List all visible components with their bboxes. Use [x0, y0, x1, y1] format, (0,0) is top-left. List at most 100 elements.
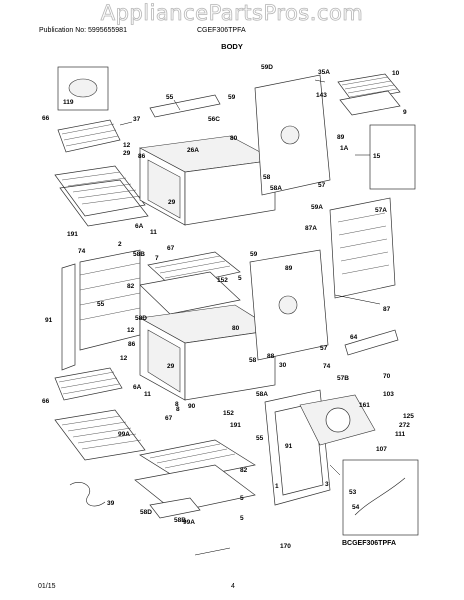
callout-99Ab: 99A: [183, 519, 195, 526]
callout-103: 103: [383, 391, 394, 398]
top-panel: [149, 94, 221, 118]
callout-8: 8: [176, 406, 180, 413]
callout-59D: 59D: [261, 64, 273, 71]
callout-1A: 1A: [340, 145, 349, 152]
oven-cavity-upper: [139, 135, 276, 226]
callout-58Ab: 58A: [256, 391, 268, 398]
page-number: 4: [231, 583, 235, 590]
rear-panel-lower: [249, 249, 329, 361]
strip-70: [344, 329, 399, 356]
leader-lines: [119, 79, 381, 556]
callout-5b: 5: [240, 495, 244, 502]
wire-39: [69, 482, 106, 507]
callout-272: 272: [399, 422, 410, 429]
callout-91b: 91: [285, 443, 293, 450]
callout-12b: 12: [127, 327, 135, 334]
rear-panel-upper: [254, 74, 331, 196]
callout-5c: 5: [238, 275, 242, 282]
callout-59b: 59: [250, 251, 258, 258]
callout-10: 10: [392, 70, 400, 77]
callout-6Ab: 6A: [133, 384, 142, 391]
callout-29c: 29: [167, 363, 175, 370]
callout-58b: 58: [249, 357, 257, 364]
callout-39: 39: [107, 500, 115, 507]
broil-pan: [337, 73, 401, 116]
callout-67: 67: [167, 245, 175, 252]
callout-55: 55: [166, 94, 174, 101]
callout-57b: 57: [320, 345, 328, 352]
part-119-drawing: [68, 78, 98, 98]
callout-12c: 12: [120, 355, 128, 362]
callout-3: 3: [325, 481, 329, 488]
diagram-code: BCGEF306TPFA: [342, 540, 396, 547]
callout-66: 66: [42, 115, 50, 122]
oven-cavity-lower: [139, 304, 276, 401]
callout-80b: 80: [232, 325, 240, 332]
bake-element-upper: [57, 119, 121, 153]
bottom-drawer: [134, 439, 256, 519]
broil-rack-middle: [139, 251, 241, 315]
callout-64: 64: [350, 334, 358, 341]
publication-number: Publication No: 5995655981: [39, 27, 127, 34]
callout-29: 29: [123, 150, 131, 157]
callout-56C: 56C: [208, 116, 220, 123]
callout-99A: 99A: [118, 431, 130, 438]
callout-58Db: 58D: [140, 509, 152, 516]
callout-6A: 6A: [135, 223, 144, 230]
callout-74: 74: [78, 248, 86, 255]
callout-89: 89: [337, 134, 345, 141]
callout-30: 30: [279, 362, 287, 369]
callout-111: 111: [395, 431, 406, 438]
callout-80: 80: [230, 135, 238, 142]
callout-37: 37: [133, 116, 141, 123]
callout-191b: 191: [230, 422, 241, 429]
watermark: AppliancePartsPros.com: [100, 1, 364, 26]
callout-82b: 82: [240, 467, 248, 474]
callout-58D: 58D: [135, 315, 147, 322]
callout-15: 15: [373, 153, 381, 160]
callout-66b: 66: [42, 398, 50, 405]
wire-53: [354, 477, 406, 516]
callout-8b: 8: [175, 401, 179, 408]
callout-55b: 55: [97, 301, 105, 308]
callout-88: 88: [267, 353, 275, 360]
callout-143: 143: [316, 92, 327, 99]
callout-7: 7: [155, 255, 159, 262]
callout-152b: 152: [223, 410, 234, 417]
callout-89b: 89: [285, 265, 293, 272]
callout-70: 70: [383, 373, 391, 380]
callout-57: 57: [318, 182, 326, 189]
callout-87A: 87A: [305, 225, 317, 232]
side-insulation-left: [79, 249, 141, 351]
callout-54: 54: [352, 504, 360, 511]
inset-box-53: [342, 459, 419, 536]
callout-26A: 26A: [187, 147, 199, 154]
oven-rack-upper: [54, 165, 149, 227]
callout-107: 107: [376, 446, 387, 453]
callout-29b: 29: [168, 199, 176, 206]
callout-2: 2: [118, 241, 122, 248]
bake-element-lower: [54, 367, 123, 401]
callout-58: 58: [263, 174, 271, 181]
callout-161: 161: [359, 402, 370, 409]
callout-1: 1: [275, 483, 279, 490]
oven-rack-lower: [54, 409, 146, 461]
callout-67b: 67: [165, 415, 173, 422]
callout-82: 82: [127, 283, 135, 290]
callout-11: 11: [150, 229, 157, 236]
blower-assembly: [299, 394, 376, 446]
callout-labels: 119 37 55 59 59D 35A 10 143 9 66 12 56C …: [42, 64, 414, 550]
callout-5: 5: [240, 515, 244, 522]
callout-59A: 59A: [311, 204, 323, 211]
rear-cover: [329, 197, 396, 299]
callout-86: 86: [138, 153, 146, 160]
model-number: CGEF306TPFA: [197, 27, 246, 34]
callout-53: 53: [349, 489, 357, 496]
callout-58B: 58B: [133, 251, 145, 258]
callout-170: 170: [280, 543, 291, 550]
callout-119: 119: [63, 99, 74, 106]
inset-box-15: [369, 124, 416, 190]
callout-35A: 35A: [318, 69, 330, 76]
callout-11b: 11: [144, 391, 151, 398]
callout-9: 9: [403, 109, 407, 116]
